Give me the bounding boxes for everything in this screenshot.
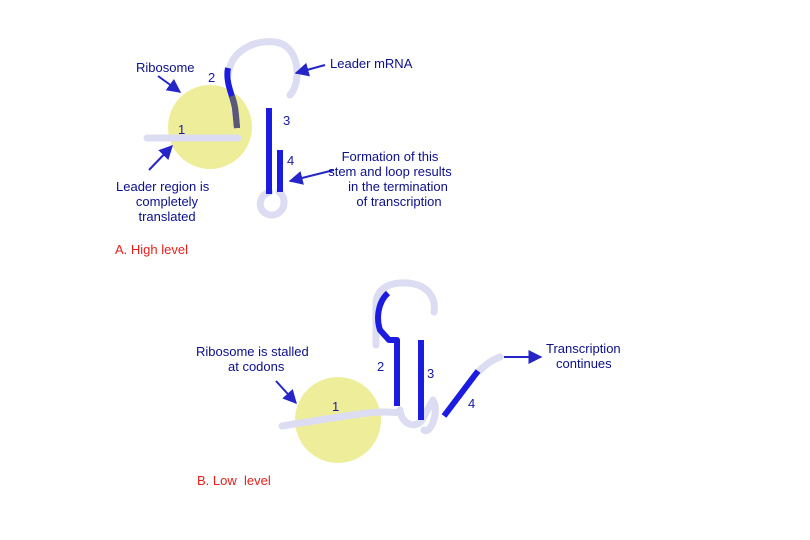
formation-line3: in the termination xyxy=(348,179,448,194)
leader-mrna-loop-a xyxy=(228,42,297,95)
panel-b-low-level: Ribosome is stalled at codons 2 3 4 1 Tr… xyxy=(196,283,621,488)
formation-line4: of transcription xyxy=(356,194,441,209)
ribosome-arrow-a xyxy=(158,76,180,92)
region-4-number-b: 4 xyxy=(468,396,475,411)
region-3-number-a: 3 xyxy=(283,113,290,128)
region-2-number-a: 2 xyxy=(208,70,215,85)
caption-a: A. High level xyxy=(115,242,188,257)
leader-mrna-3prime-b xyxy=(478,357,500,372)
stalled-line1: Ribosome is stalled xyxy=(196,344,309,359)
formation-line2: stem and loop results xyxy=(328,164,452,179)
region-2-stem-b xyxy=(378,293,397,406)
region-1-number-b: 1 xyxy=(332,399,339,414)
region-4-number-a: 4 xyxy=(287,153,294,168)
leader-region-line3: translated xyxy=(138,209,195,224)
region-2-number-b: 2 xyxy=(377,359,384,374)
formation-line1: Formation of this xyxy=(342,149,439,164)
caption-b: B. Low level xyxy=(197,473,271,488)
region-1-number-a: 1 xyxy=(178,122,185,137)
stalled-line2: at codons xyxy=(228,359,285,374)
transcription-line2: continues xyxy=(556,356,612,371)
leader-mrna-label: Leader mRNA xyxy=(330,56,413,71)
leader-mrna-tail-b xyxy=(400,400,435,431)
leader-region-line1: Leader region is xyxy=(116,179,210,194)
transcription-line1: Transcription xyxy=(546,341,621,356)
leader-region-arrow-a xyxy=(149,146,172,170)
ribosome-label-a: Ribosome xyxy=(136,60,195,75)
stalled-arrow-b xyxy=(276,381,296,403)
panel-a-high-level: Ribosome Leader mRNA 2 1 3 4 Leader regi… xyxy=(115,42,452,257)
region-3-number-b: 3 xyxy=(427,366,434,381)
leader-mrna-terminator-loop-a xyxy=(260,192,284,215)
leader-region-line2: completely xyxy=(136,194,199,209)
